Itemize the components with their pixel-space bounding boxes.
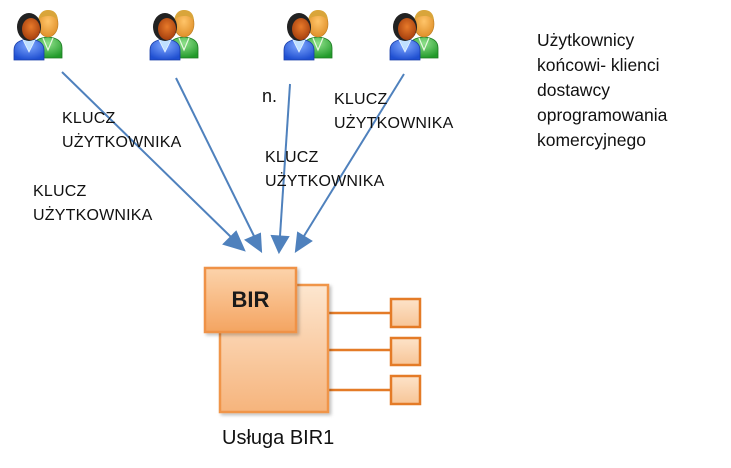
arrow-head-2: [243, 232, 263, 254]
description-line: Użytkownicy: [537, 30, 635, 50]
key-label-line2: UŻYTKOWNIKA: [62, 134, 182, 151]
key-label-line1: KLUCZ: [33, 183, 87, 200]
key-label-3: KLUCZ UŻYTKOWNIKA: [334, 88, 454, 136]
service-caption: Usługa BIR1: [222, 427, 335, 449]
key-label-line2: UŻYTKOWNIKA: [33, 207, 153, 224]
arrow-line-2: [175, 77, 255, 237]
user-group-icon-2: [149, 9, 199, 61]
key-label-line2: UŻYTKOWNIKA: [334, 115, 454, 132]
key-label-1: KLUCZ UŻYTKOWNIKA: [62, 107, 182, 155]
n-marker: n.: [262, 86, 278, 106]
arrow-line-3: [279, 83, 291, 237]
description-line: dostawcy: [537, 80, 610, 100]
key-label-line1: KLUCZ: [62, 110, 116, 127]
user-group-icon-4: [389, 9, 439, 61]
arrow-head-4: [294, 231, 313, 254]
arrow-head-3: [270, 234, 290, 255]
endpoint-box-3: [389, 374, 422, 406]
key-label-line2: UŻYTKOWNIKA: [265, 173, 385, 190]
description-line: końcowi- klienci: [537, 55, 660, 75]
description-line: komercyjnego: [537, 130, 646, 150]
key-label-line1: KLUCZ: [265, 149, 319, 166]
bir-box: [203, 266, 298, 334]
users-description: Użytkownicy końcowi- klienci dostawcy op…: [537, 28, 667, 153]
key-label-line1: KLUCZ: [334, 91, 388, 108]
key-label-2: KLUCZ UŻYTKOWNIKA: [33, 180, 153, 228]
endpoint-box-1: [389, 297, 422, 329]
description-line: oprogramowania: [537, 105, 668, 125]
bir-box-label: BIR: [231, 287, 270, 312]
user-group-icon-n: [283, 9, 333, 61]
user-group-icon-1: [13, 9, 63, 61]
arrow-line-4: [303, 73, 405, 237]
endpoint-box-2: [389, 336, 422, 367]
key-label-4: KLUCZ UŻYTKOWNIKA: [265, 146, 385, 194]
arrow-line-1: [61, 71, 233, 239]
arrow-head-1: [222, 230, 246, 252]
